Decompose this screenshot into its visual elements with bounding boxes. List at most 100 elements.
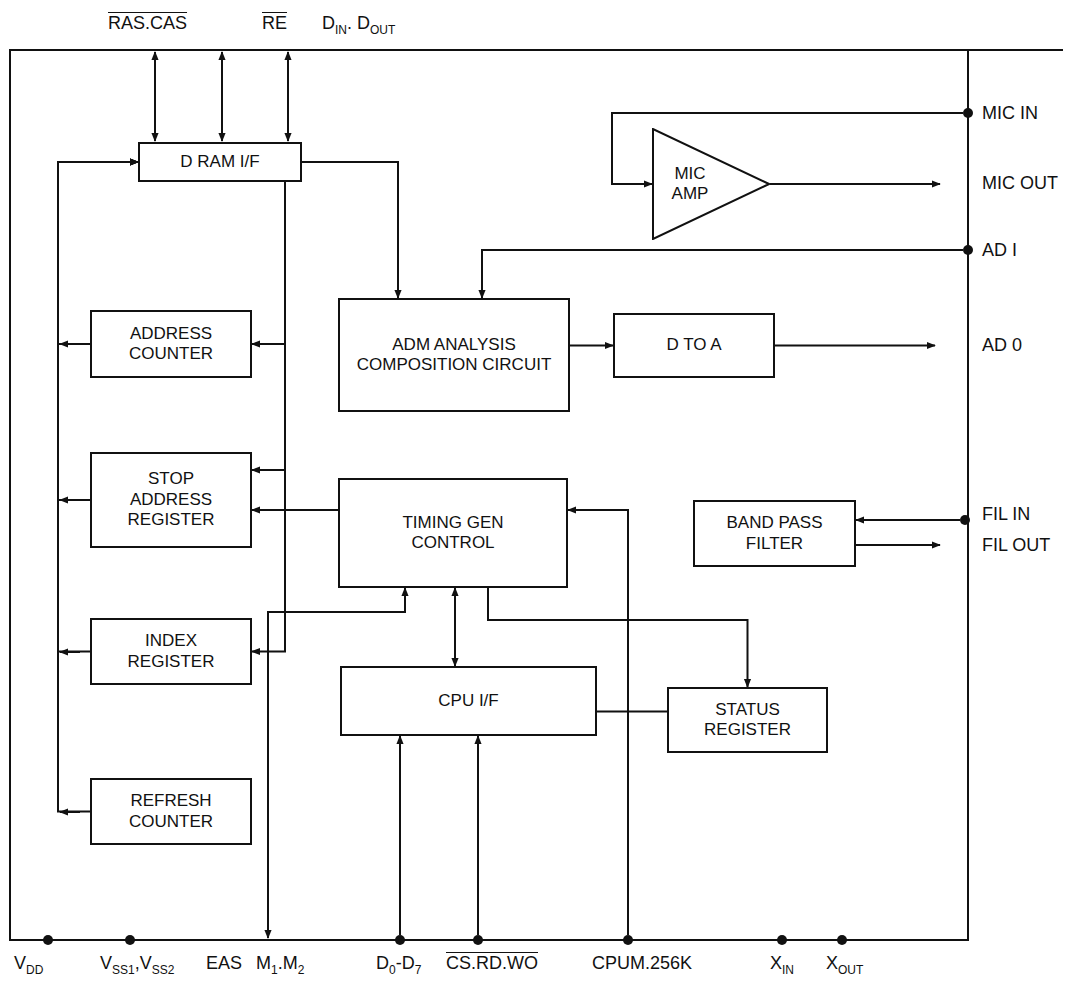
pin-subscript: OUT bbox=[838, 963, 863, 977]
pin-dot bbox=[43, 935, 53, 945]
pin-name: D bbox=[376, 953, 389, 973]
pin-subscript: IN bbox=[782, 963, 794, 977]
block-label: REFRESH COUNTER bbox=[111, 791, 231, 832]
block-label: INDEX REGISTER bbox=[116, 631, 226, 672]
function-block: D RAM I/F bbox=[138, 142, 302, 182]
connector bbox=[58, 162, 138, 652]
pin-label-group: AD I bbox=[982, 241, 1017, 259]
pin-dot bbox=[473, 935, 483, 945]
pin-name: MIC OUT bbox=[982, 173, 1058, 193]
pin-subscript: 7 bbox=[415, 963, 422, 977]
pin-name: AD 0 bbox=[982, 335, 1022, 355]
pin-name: -D bbox=[396, 953, 415, 973]
signal-wire bbox=[770, 183, 940, 185]
pin-dot bbox=[777, 935, 787, 945]
signal-wire bbox=[268, 588, 405, 938]
signal-wire bbox=[856, 519, 960, 521]
block-label: TIMING GEN CONTROL bbox=[388, 513, 518, 554]
block-label: BAND PASS FILTER bbox=[715, 513, 835, 554]
function-block: BAND PASS FILTER bbox=[693, 500, 856, 567]
pin-label-group: EAS bbox=[206, 954, 242, 972]
pin-name: ,V bbox=[135, 953, 152, 973]
pin-label-group: CS.RD.WO bbox=[446, 954, 538, 972]
signal-wire bbox=[775, 345, 935, 347]
pin-name: EAS bbox=[206, 953, 242, 973]
pin-name: RE bbox=[262, 13, 287, 33]
signal-wire bbox=[482, 250, 963, 298]
chip-outline bbox=[10, 50, 968, 940]
signal-wire bbox=[477, 736, 479, 935]
pin-label-group: DIN. DOUT bbox=[322, 14, 395, 36]
pin-subscript: DD bbox=[26, 963, 43, 977]
pin-name: CS.RD.WO bbox=[446, 953, 538, 973]
pin-label-group: MIC OUT bbox=[982, 174, 1058, 192]
pin-name: FIL OUT bbox=[982, 535, 1050, 555]
pin-subscript: IN bbox=[335, 23, 347, 37]
pin-subscript: 1 bbox=[271, 963, 278, 977]
function-block: REFRESH COUNTER bbox=[90, 778, 252, 845]
pin-label-group: AD 0 bbox=[982, 336, 1022, 354]
pin-name: X bbox=[826, 953, 838, 973]
pin-label-group: FIL IN bbox=[982, 505, 1030, 523]
block-label: D TO A bbox=[666, 335, 721, 355]
pin-name: MIC IN bbox=[982, 103, 1038, 123]
pin-name: V bbox=[100, 953, 112, 973]
block-label: ADM ANALYSIS COMPOSITION CIRCUIT bbox=[354, 335, 554, 376]
pin-label-group: D0-D7 bbox=[376, 954, 421, 976]
pin-dot bbox=[395, 935, 405, 945]
pin-label-group: RE bbox=[262, 14, 287, 32]
pin-name: RAS.CAS bbox=[108, 13, 187, 33]
pin-name: M bbox=[256, 953, 271, 973]
connector bbox=[570, 345, 613, 347]
pin-name: AD I bbox=[982, 240, 1017, 260]
pin-label-group: RAS.CAS bbox=[108, 14, 187, 32]
amplifier-outline bbox=[652, 128, 770, 240]
pin-label-group: CPUM.256K bbox=[592, 954, 692, 972]
pin-label-group: XOUT bbox=[826, 954, 863, 976]
pin-name: . D bbox=[347, 13, 370, 33]
function-block: ADDRESS COUNTER bbox=[90, 310, 252, 378]
signal-wire bbox=[287, 52, 289, 141]
pin-dot bbox=[963, 108, 973, 118]
block-label: STOP ADDRESS REGISTER bbox=[112, 469, 230, 530]
connector bbox=[302, 162, 398, 298]
amplifier-outline bbox=[653, 129, 769, 239]
signal-wire bbox=[154, 52, 156, 141]
signal-wire bbox=[856, 544, 940, 546]
pin-subscript: SS1 bbox=[112, 963, 135, 977]
pin-subscript: OUT bbox=[370, 23, 395, 37]
pin-dot bbox=[125, 935, 135, 945]
function-block: CPU I/F bbox=[340, 666, 597, 736]
pin-subscript: 0 bbox=[389, 963, 396, 977]
block-label: D RAM I/F bbox=[180, 152, 259, 172]
block-label: STATUS REGISTER bbox=[683, 700, 813, 741]
connector bbox=[252, 182, 285, 652]
pin-label-group: VSS1,VSS2 bbox=[100, 954, 174, 976]
pin-name: X bbox=[770, 953, 782, 973]
pin-name: FIL IN bbox=[982, 504, 1030, 524]
function-block: STATUS REGISTER bbox=[667, 687, 828, 753]
pin-dot bbox=[963, 245, 973, 255]
pin-label-group: VDD bbox=[14, 954, 43, 976]
signal-wire bbox=[399, 736, 401, 935]
pin-label-group: M1.M2 bbox=[256, 954, 304, 976]
pin-label-group: MIC IN bbox=[982, 104, 1038, 122]
pin-name: V bbox=[14, 953, 26, 973]
connector bbox=[597, 711, 667, 713]
block-label: CPU I/F bbox=[438, 691, 498, 711]
function-block: STOP ADDRESS REGISTER bbox=[90, 452, 252, 548]
pin-name: .M bbox=[278, 953, 298, 973]
pin-label-group: XIN bbox=[770, 954, 794, 976]
block-label: ADDRESS COUNTER bbox=[111, 324, 231, 365]
function-block: ADM ANALYSIS COMPOSITION CIRCUIT bbox=[338, 298, 570, 412]
connector bbox=[252, 509, 338, 511]
function-block: D TO A bbox=[613, 313, 775, 378]
pin-dot bbox=[623, 935, 633, 945]
function-block: TIMING GEN CONTROL bbox=[338, 478, 568, 588]
pin-name: D bbox=[322, 13, 335, 33]
connector bbox=[454, 588, 456, 666]
block-label: MIC AMP bbox=[660, 164, 720, 205]
pin-dot bbox=[837, 935, 847, 945]
pin-label-group: FIL OUT bbox=[982, 536, 1050, 554]
pin-subscript: SS2 bbox=[152, 963, 175, 977]
